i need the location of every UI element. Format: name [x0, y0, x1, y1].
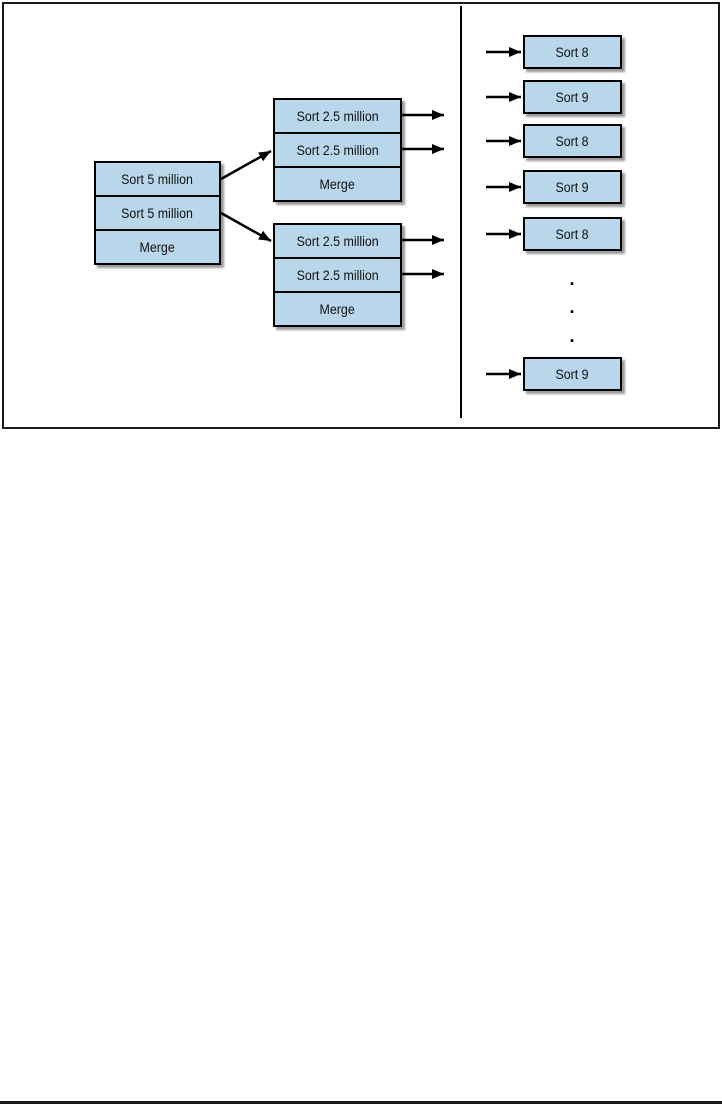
- node-label: Sort 2.5 million: [296, 267, 379, 283]
- node-label: Sort 5 million: [121, 205, 194, 221]
- node-cell: Sort 2.5 million: [275, 132, 400, 166]
- node-label: Merge: [319, 301, 356, 317]
- page-bottom-rule: [0, 1101, 722, 1104]
- node-label: Sort 8: [555, 133, 590, 149]
- node-cell: Merge: [275, 291, 400, 325]
- connector-lines: [220, 6, 521, 418]
- node-label: Sort 8: [555, 44, 590, 60]
- node-sort-9-box-2: Sort 9: [523, 170, 622, 204]
- node-sort-5-million-stack: Sort 5 million Sort 5 million Merge: [94, 161, 221, 265]
- node-sort-8-box-1: Sort 8: [523, 35, 622, 69]
- ellipsis-dot: .: [569, 269, 575, 289]
- arrow-left-to-lower: [220, 211, 272, 243]
- node-cell: Merge: [96, 229, 219, 263]
- ellipsis-dot: .: [569, 326, 575, 346]
- node-label: Merge: [139, 239, 176, 255]
- node-label: Sort 2.5 million: [296, 142, 379, 158]
- node-sort-2-5-million-stack-upper: Sort 2.5 million Sort 2.5 million Merge: [273, 98, 402, 202]
- node-cell: Merge: [275, 166, 400, 200]
- node-cell: Sort 2.5 million: [275, 100, 400, 132]
- node-label: Sort 2.5 million: [296, 108, 379, 124]
- arrow-left-to-upper: [220, 149, 272, 181]
- node-label: Sort 8: [555, 226, 590, 242]
- node-label: Merge: [319, 176, 356, 192]
- node-sort-9-box-3: Sort 9: [523, 357, 622, 391]
- node-sort-8-box-2: Sort 8: [523, 124, 622, 158]
- node-label: Sort 2.5 million: [296, 233, 379, 249]
- node-cell: Sort 2.5 million: [275, 257, 400, 291]
- ellipsis-dot: .: [569, 297, 575, 317]
- node-sort-8-box-3: Sort 8: [523, 217, 622, 251]
- figure-frame: Sort 5 million Sort 5 million Merge Sort…: [2, 2, 720, 429]
- node-sort-2-5-million-stack-lower: Sort 2.5 million Sort 2.5 million Merge: [273, 223, 402, 327]
- node-cell: Sort 5 million: [96, 195, 219, 229]
- node-sort-9-box-1: Sort 9: [523, 80, 622, 114]
- node-label: Sort 5 million: [121, 171, 194, 187]
- node-label: Sort 9: [555, 366, 590, 382]
- node-cell: Sort 2.5 million: [275, 225, 400, 257]
- node-label: Sort 9: [555, 89, 590, 105]
- node-cell: Sort 5 million: [96, 163, 219, 195]
- node-label: Sort 9: [555, 179, 590, 195]
